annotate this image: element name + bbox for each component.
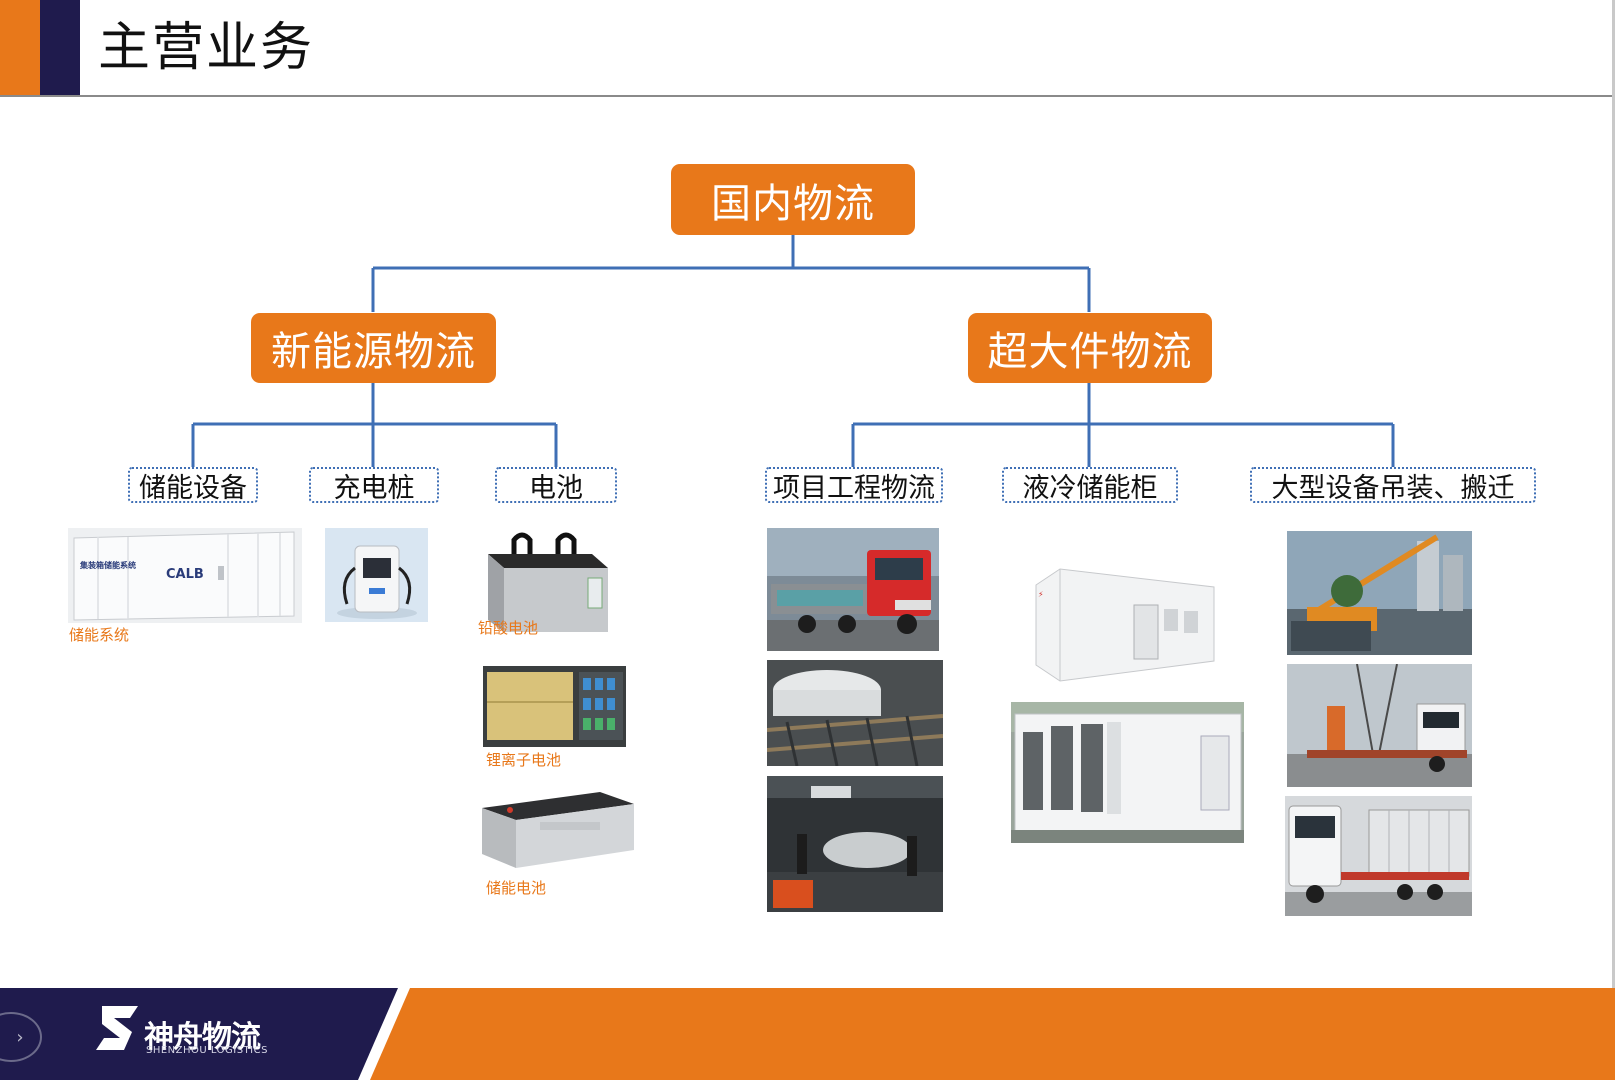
chevron-right-icon: › [16,1026,24,1048]
crane-lifting-photo [1287,531,1472,655]
heavy-transport-photo [1287,664,1472,787]
lithium-battery-image [483,666,626,747]
svg-text:⚡: ⚡ [1038,590,1044,599]
logo-name: 神舟物流 [144,1020,261,1055]
charging-pile-image [325,528,428,622]
node-oversize-logistics: 超大件物流 [968,313,1212,383]
lead-acid-battery-image [484,528,610,634]
node-new-energy-logistics: 新能源物流 [251,313,496,383]
caption-lead-acid: 铅酸电池 [478,619,539,637]
caption-lithium-ion: 锂离子电池 [486,751,562,769]
node-battery: 电池 [495,467,617,504]
header-divider [0,95,1615,97]
caption-storage-system: 储能系统 [69,626,130,644]
liquid-cooled-cabinet-photo: ⚡ [1030,565,1218,683]
page-title: 主营业务 [98,18,315,78]
slide-edge [1612,0,1615,1080]
header-accent-orange [0,0,40,96]
caption-storage-battery: 储能电池 [486,879,547,897]
node-domestic-logistics: 国内物流 [671,164,915,235]
project-truck-photo [767,528,939,651]
header-accent-navy [40,0,80,96]
node-heavy-equipment-lifting: 大型设备吊装、搬迁 [1250,467,1536,504]
storage-battery-image [480,790,636,870]
container-truck-photo [1285,796,1472,916]
project-night-loading-photo [767,776,943,912]
node-energy-storage-equipment: 储能设备 [128,467,258,504]
project-cargo-photo [767,660,943,766]
calb-logo-text: CALB [166,567,204,582]
logo-icon [96,1006,138,1050]
storage-cabinet-open-photo [1011,702,1244,843]
node-project-logistics: 项目工程物流 [765,467,943,504]
node-charging-pile: 充电桩 [309,467,439,504]
storage-label-text: 集装箱储能系统 [79,560,136,570]
storage-container-image: 集装箱储能系统 CALB [68,528,302,623]
logo-subtitle: SHENZHOU LOGISTICS [146,1045,268,1056]
node-liquid-cooled-cabinet: 液冷储能柜 [1002,467,1178,504]
footer-bar [0,988,1615,1080]
